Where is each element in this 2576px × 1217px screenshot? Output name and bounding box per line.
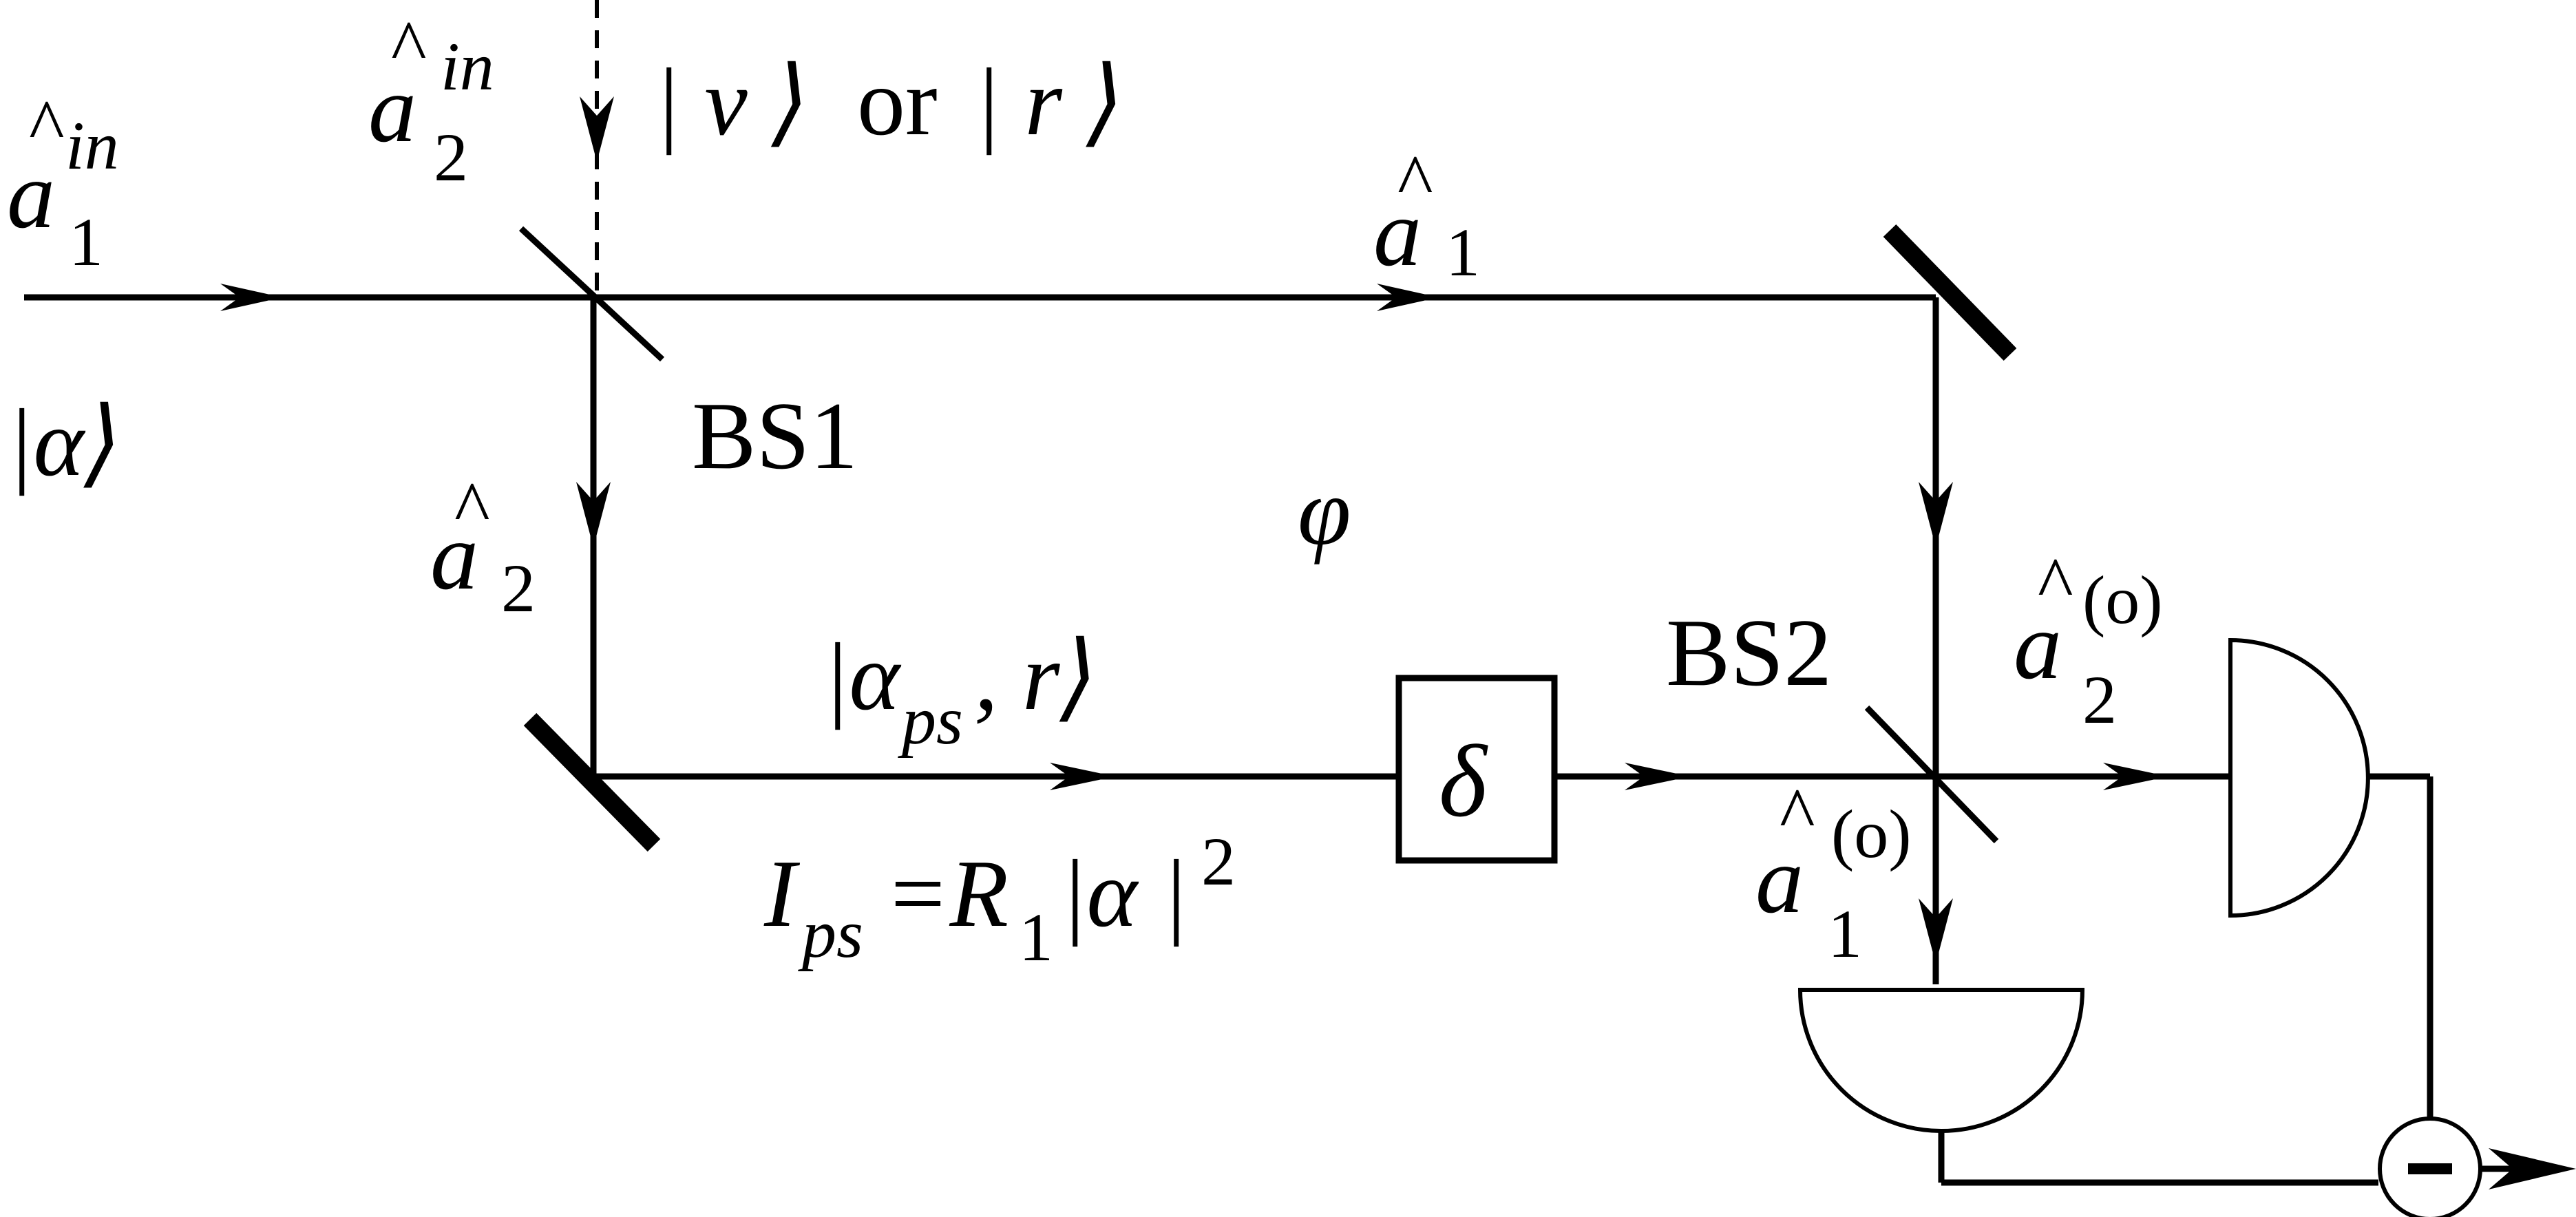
- label-a2-in: ^ a in 2: [368, 5, 494, 195]
- arrow-lower-arm: [1050, 763, 1115, 790]
- svg-text:1: 1: [1828, 896, 1862, 972]
- label-intensity: I ps =R 1 |α | 2: [763, 823, 1236, 975]
- svg-text:ps: ps: [798, 896, 863, 972]
- label-a1-in: ^ a in 1: [7, 84, 119, 280]
- detector-1: [1797, 988, 2085, 1133]
- label-bs2: BS2: [1666, 600, 1832, 706]
- detector-2: [2228, 637, 2370, 918]
- svg-text:^: ^: [391, 5, 427, 89]
- arrow-to-bs2: [1625, 763, 1690, 790]
- svg-text:a: a: [1373, 180, 1422, 286]
- svg-text:^: ^: [454, 466, 490, 550]
- svg-text:^: ^: [1397, 139, 1433, 223]
- arrow-to-detector1: [1919, 898, 1953, 964]
- svg-text:2: 2: [501, 550, 536, 626]
- bs2-beamsplitter: [1864, 705, 1999, 844]
- label-alpha-state: |α⟩: [7, 390, 122, 496]
- arrowheads: [220, 96, 2576, 1189]
- arrow-vacuum: [580, 96, 614, 162]
- label-bs1: BS1: [692, 383, 858, 489]
- label-a1: ^ a 1: [1373, 139, 1480, 290]
- svg-text:ps: ps: [898, 682, 963, 759]
- beam-paths: [24, 294, 2561, 1186]
- svg-text:a: a: [368, 56, 416, 162]
- arrow-output: [2489, 1148, 2576, 1189]
- svg-text:in: in: [441, 28, 494, 105]
- delta-phase-box: [1395, 675, 1558, 864]
- arrow-to-detector2: [2103, 763, 2168, 790]
- svg-text:2: 2: [1201, 823, 1236, 900]
- arrow-right-arm: [1919, 482, 1953, 547]
- svg-text:=R: =R: [885, 840, 1009, 947]
- svg-text:or: or: [857, 49, 938, 156]
- svg-text:1: 1: [69, 204, 103, 280]
- bs1-beamsplitter: [518, 226, 665, 362]
- svg-text:in: in: [65, 107, 119, 184]
- svg-text:a: a: [430, 503, 478, 610]
- svg-text:I: I: [763, 840, 801, 947]
- label-path-state: |α ps , r⟩: [823, 624, 1097, 759]
- svg-text:(o): (o): [2082, 562, 2163, 638]
- label-vacuum-or-squeezed: | v ⟩ or | r ⟩: [654, 49, 1124, 156]
- svg-text:a: a: [2014, 593, 2062, 699]
- svg-text:2: 2: [434, 119, 468, 195]
- label-a2: ^ a 2: [430, 466, 536, 626]
- svg-text:1: 1: [1019, 899, 1053, 975]
- label-a1-out: ^ a (o) 1: [1755, 772, 1912, 972]
- arrow-input: [220, 284, 282, 311]
- svg-text:, r⟩: , r⟩: [974, 624, 1097, 730]
- svg-text:2: 2: [2082, 662, 2117, 738]
- svg-text:| r ⟩: | r ⟩: [974, 49, 1124, 156]
- label-phi: φ: [1298, 458, 1351, 565]
- mirror-bottom-left: [523, 712, 661, 852]
- arrow-left-arm: [576, 482, 611, 547]
- label-delta: δ: [1439, 724, 1488, 838]
- mirror-top-right: [1883, 224, 2017, 361]
- label-a2-out: ^ a (o) 2: [2014, 542, 2163, 738]
- svg-text:|α |: |α |: [1060, 840, 1187, 947]
- svg-text:| v ⟩: | v ⟩: [654, 49, 809, 156]
- svg-text:a: a: [7, 142, 55, 248]
- svg-text:^: ^: [29, 84, 65, 168]
- svg-text:1: 1: [1446, 214, 1480, 290]
- svg-text:a: a: [1755, 827, 1804, 933]
- svg-text:(o): (o): [1831, 796, 1912, 872]
- svg-text:^: ^: [1780, 772, 1815, 856]
- arrow-upper-arm: [1377, 284, 1439, 311]
- svg-text:|α: |α: [823, 624, 901, 730]
- svg-text:^: ^: [2038, 542, 2073, 626]
